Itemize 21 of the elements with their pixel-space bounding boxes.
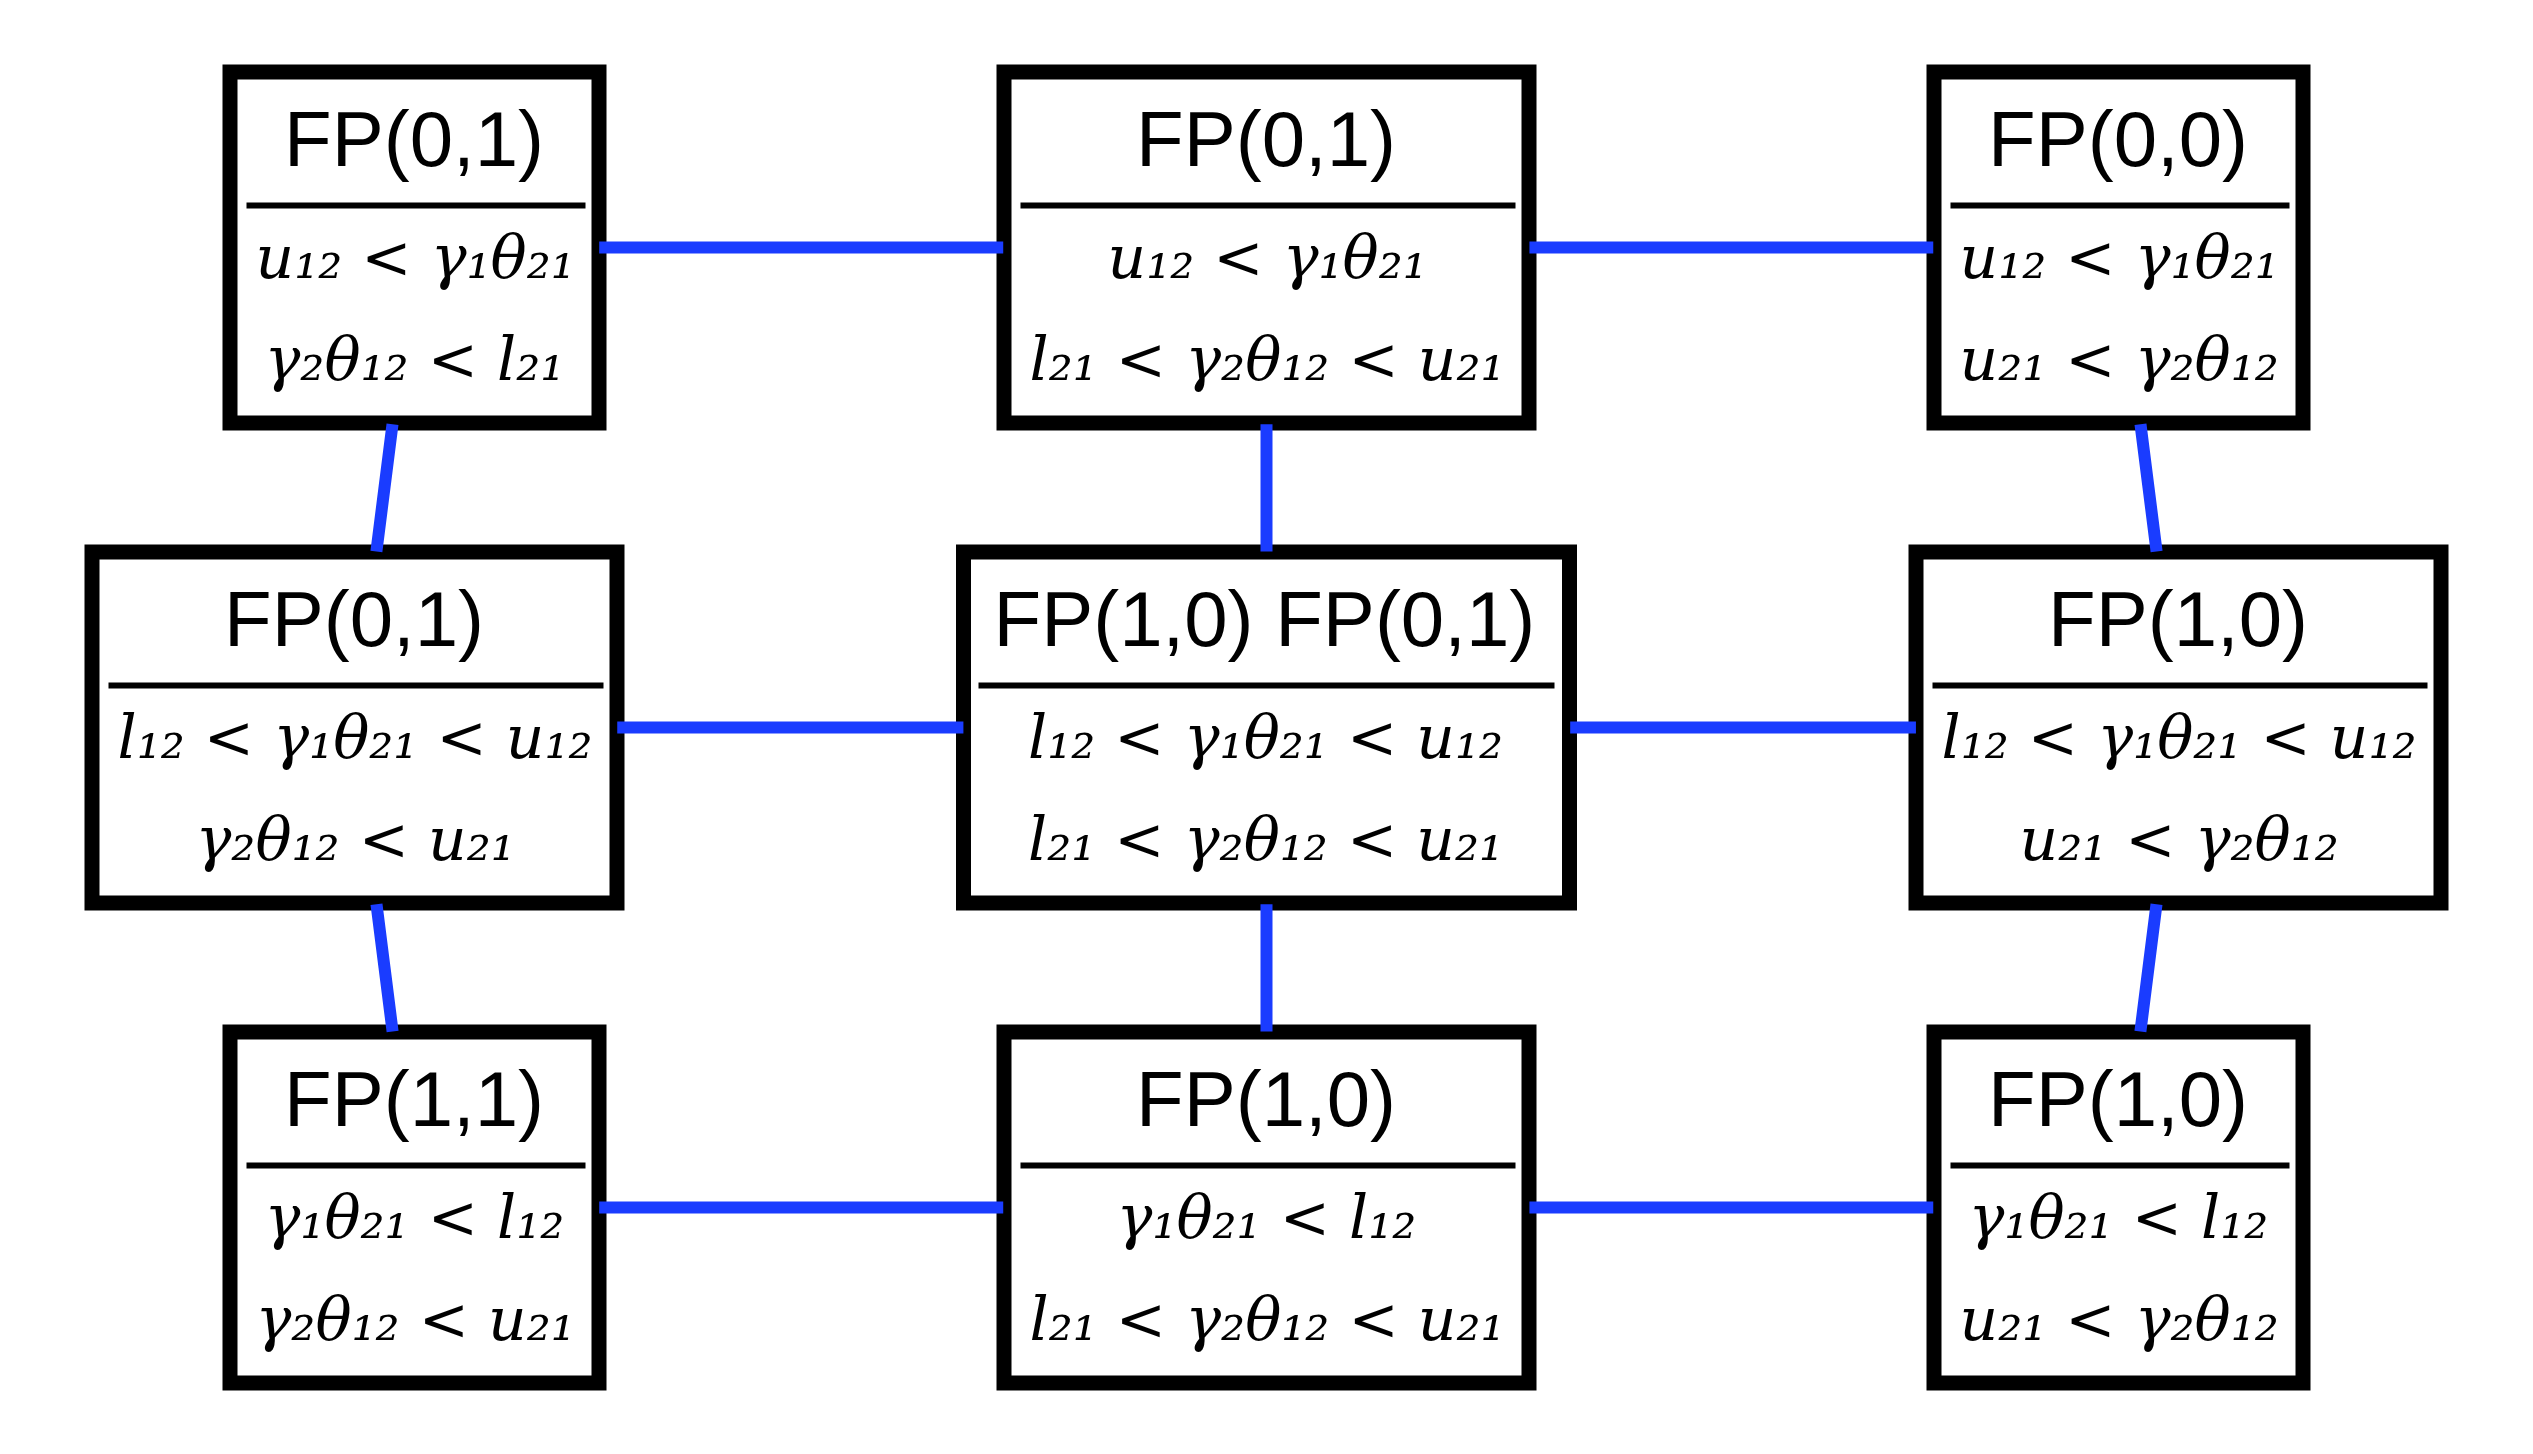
- connector: [599, 241, 1004, 253]
- node-box: FP(1,1) γ₁θ₂₁ < l₁₂ γ₂θ₁₂ < u₂₁: [222, 1024, 607, 1390]
- connector: [2134, 903, 2163, 1032]
- connector: [1260, 423, 1273, 551]
- node-box: FP(1,0) γ₁θ₂₁ < l₁₂ l₂₁ < γ₂θ₁₂ < u₂₁: [996, 1024, 1537, 1390]
- connector: [1529, 241, 1934, 253]
- connector: [1260, 903, 1273, 1031]
- connector: [1529, 1201, 1934, 1213]
- node-box: FP(0,1) l₁₂ < γ₁θ₂₁ < u₁₂ γ₂θ₁₂ < u₂₁: [84, 544, 625, 910]
- node-box: FP(0,0) u₁₂ < γ₁θ₂₁ u₂₁ < γ₂θ₁₂: [1926, 64, 2311, 430]
- connector: [1570, 721, 1916, 733]
- node-box: FP(1,0) l₁₂ < γ₁θ₂₁ < u₁₂ u₂₁ < γ₂θ₁₂: [1908, 544, 2449, 910]
- node-box: FP(0,1) u₁₂ < γ₁θ₂₁ l₂₁ < γ₂θ₁₂ < u₂₁: [996, 64, 1537, 430]
- connector: [2134, 423, 2163, 552]
- node-box: FP(0,1) u₁₂ < γ₁θ₂₁ γ₂θ₁₂ < l₂₁: [222, 64, 607, 430]
- node-box: FP(1,0) γ₁θ₂₁ < l₁₂ u₂₁ < γ₂θ₁₂: [1926, 1024, 2311, 1390]
- connector: [599, 1201, 1004, 1213]
- connector: [370, 423, 399, 552]
- node-box: FP(1,0) FP(0,1) l₁₂ < γ₁θ₂₁ < u₁₂ l₂₁ < γ₂θ₁₂ < u₂₁: [956, 544, 1577, 910]
- connector: [617, 721, 964, 733]
- connector: [370, 903, 399, 1032]
